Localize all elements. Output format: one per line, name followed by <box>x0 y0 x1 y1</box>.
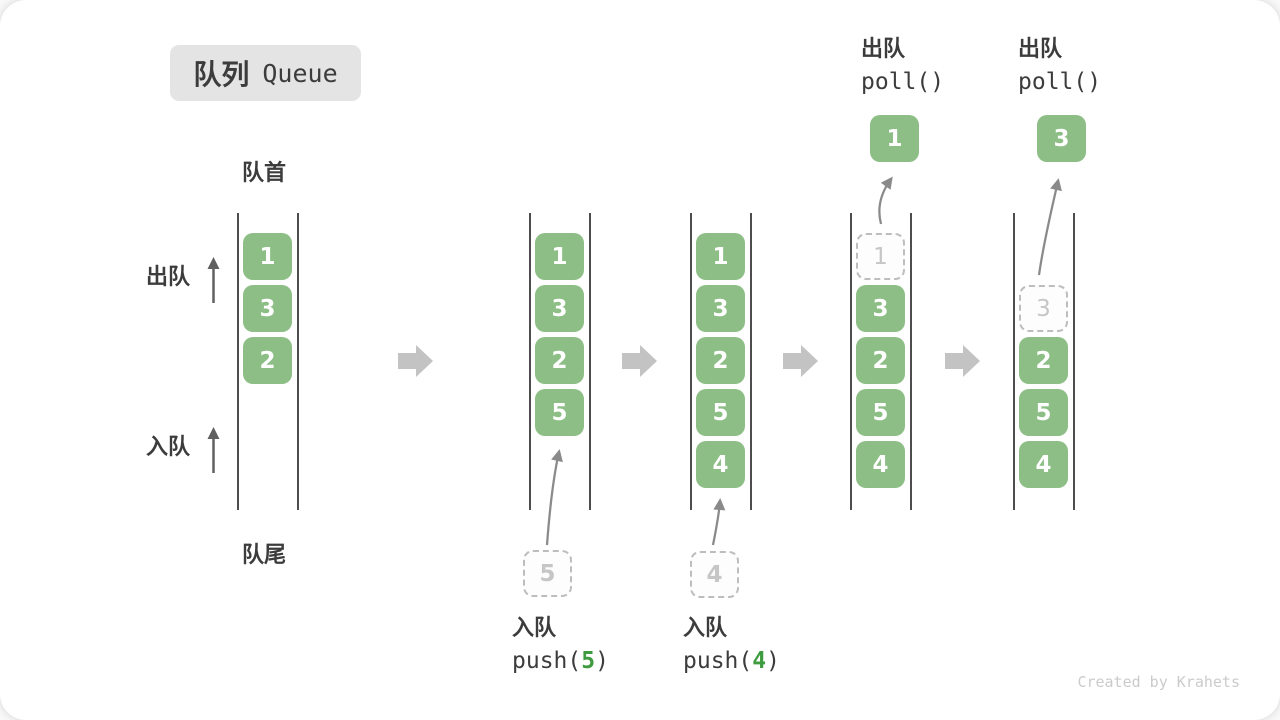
code-arg: 4 <box>752 648 767 674</box>
enqueue-side-label: 入队 <box>146 434 191 459</box>
dequeue-op-label: 出队 <box>861 36 906 61</box>
queue-stage-push-4: 1 3 2 5 4 <box>690 213 752 510</box>
queue-wall <box>1073 213 1075 510</box>
queue-cell: 3 <box>243 285 292 332</box>
push-4-label: 入队 push(4) <box>683 610 780 674</box>
queue-cell: 1 <box>696 233 745 280</box>
enqueue-op-label: 入队 <box>683 615 728 640</box>
title-en: Queue <box>262 58 338 88</box>
dequeue-op-label: 出队 <box>1018 36 1063 61</box>
queue-cell: 1 <box>243 233 292 280</box>
dequeue-side-label: 出队 <box>146 264 191 289</box>
queue-stage-push-5: 1 3 2 5 <box>529 213 591 510</box>
queue-stage-poll-3: 3 2 5 4 <box>1013 213 1075 510</box>
code-arg: 5 <box>581 648 596 674</box>
popped-value-cell: 3 <box>1037 115 1086 162</box>
poll-code: poll() <box>861 69 945 95</box>
queue-wall <box>1013 213 1015 510</box>
queue-front-label: 队首 <box>242 160 287 185</box>
incoming-value-cell: 4 <box>690 551 739 598</box>
queue-cell: 2 <box>243 337 292 384</box>
queue-wall <box>910 213 912 510</box>
queue-wall <box>750 213 752 510</box>
queue-wall <box>850 213 852 510</box>
code-text: push( <box>683 648 753 674</box>
poll-code: poll() <box>1018 69 1102 95</box>
step-arrow-icon <box>398 345 433 377</box>
code-text: push( <box>512 648 582 674</box>
queue-cell: 5 <box>856 389 905 436</box>
queue-rear-label: 队尾 <box>242 542 287 567</box>
queue-cell: 3 <box>535 285 584 332</box>
queue-cell: 2 <box>1019 337 1068 384</box>
queue-cell: 4 <box>856 441 905 488</box>
queue-cell: 2 <box>535 337 584 384</box>
watermark: Created by Krahets <box>1077 673 1240 691</box>
code-text: ) <box>595 648 609 674</box>
queue-wall <box>589 213 591 510</box>
step-arrow-icon <box>783 345 818 377</box>
queue-ghost-cell: 1 <box>856 233 905 280</box>
queue-cell: 4 <box>696 441 745 488</box>
poll-3-label: 出队 poll() <box>1018 31 1101 95</box>
queue-wall <box>237 213 239 510</box>
queue-wall <box>529 213 531 510</box>
step-arrow-icon <box>622 345 657 377</box>
step-arrow-icon <box>945 345 980 377</box>
queue-cell: 5 <box>1019 389 1068 436</box>
queue-wall <box>297 213 299 510</box>
title-badge: 队列 Queue <box>170 45 361 101</box>
poll-1-label: 出队 poll() <box>861 31 944 95</box>
code-text: ) <box>766 648 780 674</box>
queue-cell: 2 <box>856 337 905 384</box>
incoming-value-cell: 5 <box>523 550 572 597</box>
title-zh: 队列 <box>193 59 250 90</box>
push-5-code: push(5) <box>512 648 609 674</box>
push-5-label: 入队 push(5) <box>512 610 609 674</box>
push-4-code: push(4) <box>683 648 780 674</box>
queue-cell: 2 <box>696 337 745 384</box>
queue-stage-initial: 1 3 2 <box>237 213 299 510</box>
queue-cell: 5 <box>535 389 584 436</box>
queue-cell: 4 <box>1019 441 1068 488</box>
enqueue-op-label: 入队 <box>512 615 557 640</box>
queue-stage-poll-1: 1 3 2 5 4 <box>850 213 912 510</box>
queue-cell: 1 <box>535 233 584 280</box>
queue-wall <box>690 213 692 510</box>
queue-cell: 3 <box>696 285 745 332</box>
queue-cell: 5 <box>696 389 745 436</box>
queue-ghost-cell: 3 <box>1019 285 1068 332</box>
popped-value-cell: 1 <box>870 115 919 162</box>
queue-cell: 3 <box>856 285 905 332</box>
